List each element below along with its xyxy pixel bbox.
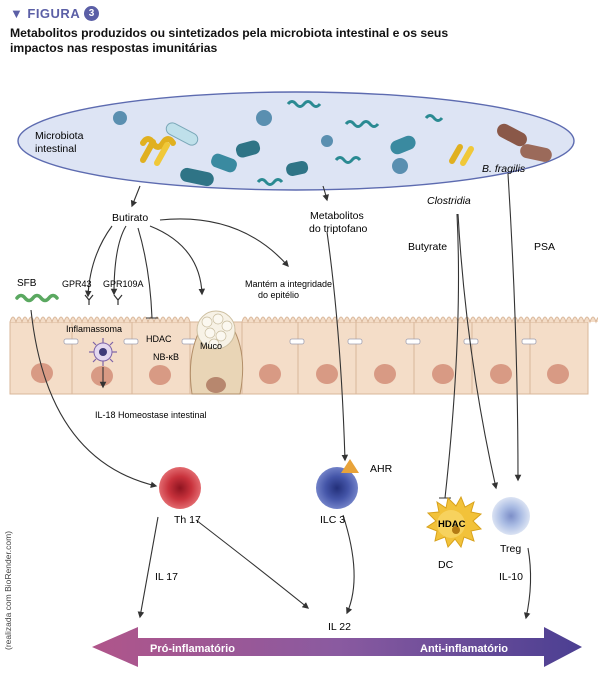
inflammation-spectrum-arrow bbox=[92, 627, 582, 667]
butirato-label: Butirato bbox=[112, 212, 148, 224]
butyrate-label: Butyrate bbox=[408, 241, 447, 253]
il18-label: IL-18 Homeostase intestinal bbox=[95, 410, 207, 420]
gpr-receptors bbox=[84, 294, 123, 305]
psa-label: PSA bbox=[534, 241, 555, 253]
inflamassoma-label: Inflamassoma bbox=[66, 324, 122, 334]
epithelium bbox=[9, 293, 598, 395]
ilc3-label: ILC 3 bbox=[320, 514, 345, 526]
triptofano-label-2: do triptofano bbox=[309, 223, 368, 235]
dc-label: DC bbox=[438, 559, 454, 571]
gpr109a-label: GPR109A bbox=[103, 279, 144, 289]
bfragilis-label: B. fragilis bbox=[482, 163, 526, 175]
treg-label: Treg bbox=[500, 543, 521, 555]
th17-cell bbox=[159, 467, 201, 509]
anti-inflammatory-label: Anti-inflamatório bbox=[420, 643, 508, 655]
il22-label: IL 22 bbox=[328, 621, 351, 633]
hdac-dc-label: HDAC bbox=[438, 519, 466, 530]
dendritic-cell bbox=[425, 495, 483, 549]
hdac-label: HDAC bbox=[146, 334, 172, 344]
microbiota-lumen bbox=[17, 91, 575, 191]
il10-label: IL-10 bbox=[499, 571, 523, 583]
ahr-label: AHR bbox=[370, 463, 393, 475]
ilc3-cell bbox=[316, 459, 359, 509]
nfkb-label: NB-κB bbox=[153, 352, 179, 362]
triangle-down-icon: ▼ bbox=[10, 6, 24, 21]
clostridia-label: Clostridia bbox=[427, 195, 471, 207]
treg-cell bbox=[492, 497, 530, 535]
figure-tag: ▼ FIGURA 3 bbox=[10, 6, 100, 21]
microbiota-label-2: intestinal bbox=[35, 143, 76, 155]
muco-label: Muco bbox=[200, 341, 222, 351]
inflammasome-cell bbox=[89, 338, 117, 366]
integridade-label-2: do epitélio bbox=[258, 290, 299, 300]
sfb-label: SFB bbox=[17, 278, 37, 289]
sfb-filament bbox=[15, 293, 59, 303]
figure-number: 3 bbox=[84, 6, 100, 21]
triptofano-label-1: Metabolitos bbox=[310, 210, 364, 222]
figure-label: FIGURA bbox=[27, 6, 81, 21]
figure-title: Metabolitos produzidos ou sintetizados p… bbox=[10, 26, 449, 55]
pro-inflammatory-label: Pró-inflamatório bbox=[150, 643, 235, 655]
microbiota-label-1: Microbiota bbox=[35, 130, 84, 142]
th17-label: Th 17 bbox=[174, 514, 201, 526]
integridade-label-1: Mantém a integridade bbox=[245, 279, 332, 289]
gpr43-label: GPR43 bbox=[62, 279, 92, 289]
il17-label: IL 17 bbox=[155, 571, 178, 583]
